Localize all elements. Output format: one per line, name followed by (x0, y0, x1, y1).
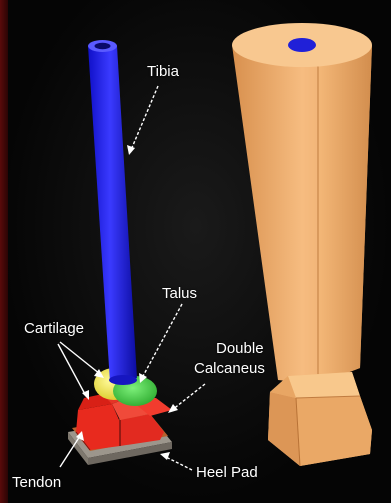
label-double-calcaneus-line2: Calcaneus (194, 360, 265, 377)
label-tendon: Tendon (12, 474, 61, 491)
label-cartilage: Cartilage (24, 320, 84, 337)
bone-model (68, 40, 172, 465)
label-heel-pad: Heel Pad (196, 464, 258, 481)
label-talus: Talus (162, 285, 197, 302)
label-tibia: Tibia (147, 63, 179, 80)
soft-tissue-model (232, 23, 372, 466)
label-double-calcaneus-line1: Double (216, 340, 264, 357)
tibia-shape (88, 40, 137, 385)
